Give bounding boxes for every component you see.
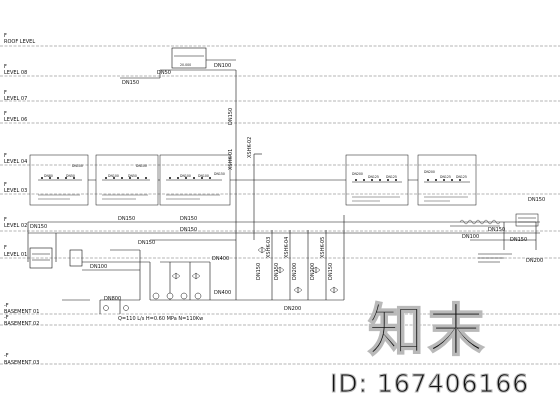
box5-label-a: DN200 (424, 170, 435, 174)
box2-label-a: DN100 (136, 164, 147, 168)
box1-label-a: DN100 (72, 164, 83, 168)
b1-label-a: DN150 (138, 240, 155, 246)
box3-label-a: DN100 (180, 174, 191, 178)
watermark-logo: 知末 (368, 299, 488, 364)
main-pipes (27, 221, 540, 262)
box5-label-b: DN125 (440, 175, 451, 179)
level-03-elev: F (4, 182, 7, 188)
level-04-name: LEVEL 04 (4, 159, 27, 165)
riser-xshk04-label: XSHK-04 (284, 237, 290, 258)
riser-xshk05-label: XSHK-05 (320, 237, 326, 258)
level-lines (0, 45, 560, 365)
right-equipment (478, 213, 539, 263)
level-b03-name: BASEMENT 03 (4, 360, 39, 366)
sprinkler-heads (41, 177, 461, 181)
coil-pipe (459, 219, 501, 225)
b1-label-d: DN400 (214, 290, 231, 296)
level-06-elev: F (4, 111, 7, 117)
roof-side-label: DN150 (122, 80, 139, 86)
riser-xshk03-label: XSHK-03 (266, 237, 272, 258)
level-b02-elev: -F (4, 315, 9, 321)
level-07-name: LEVEL 07 (4, 96, 27, 102)
level-06-name: LEVEL 06 (4, 117, 27, 123)
box1-label-b: DN80 (44, 174, 53, 178)
riser-xshk01-label: XSHK-01 (228, 149, 234, 170)
valves (171, 246, 339, 294)
left-branch-label: DN150 (30, 224, 47, 230)
right-label-d: DN200 (526, 258, 543, 264)
box3-label-c: DN150 (214, 172, 225, 176)
box5-label-c: DN125 (456, 175, 467, 179)
box-dn-labels: DN100 DN80 DN50 DN100 DN100 DN50 DN100 D… (44, 164, 467, 179)
roof-pipe-label-a: DN100 (214, 63, 231, 69)
level-08-elev: F (4, 64, 7, 70)
level-tags: F ROOF LEVEL F LEVEL 08 F LEVEL 07 F LEV… (4, 33, 39, 366)
pumps (103, 292, 202, 311)
level-02-elev: F (4, 217, 7, 223)
level-boxes (29, 154, 477, 206)
roof-tank-label: 20.000 (180, 63, 191, 67)
riser-v1-label: DN150 (256, 263, 262, 280)
roof-water-tank (120, 47, 237, 240)
level-roof-elev: F (4, 33, 7, 39)
level-b01-elev: -F (4, 303, 9, 309)
pump-spec-note: Q=110 L/s H=0.60 MPa N=110Kw (118, 316, 203, 322)
level-roof-name: ROOF LEVEL (4, 39, 35, 45)
box3-label-b: DN100 (198, 174, 209, 178)
watermark-id: ID: 167406166 (330, 369, 529, 398)
box-notes (38, 194, 468, 202)
box2-label-b: DN100 (108, 174, 119, 178)
level-02-name: LEVEL 02 (4, 223, 27, 229)
risers (253, 153, 345, 300)
riser-v5-label: DN150 (328, 263, 334, 280)
main-label-a: DN150 (118, 216, 135, 222)
right-label-a: DN150 (528, 197, 545, 203)
pump-room (29, 239, 344, 314)
level-b02-name: BASEMENT 02 (4, 321, 39, 327)
level-01-name: LEVEL 01 (4, 252, 27, 258)
riser-v4-label: DN200 (310, 263, 316, 280)
riser-v2-label: DN150 (274, 263, 280, 280)
riser-main-label: DN150 (228, 108, 234, 125)
level-04-elev: F (4, 153, 7, 159)
right-label-b: DN150 (488, 227, 505, 233)
riser-xshk02-label: XSHK-02 (247, 137, 253, 158)
box1-label-c: DN50 (66, 174, 75, 178)
level-b01-name: BASEMENT 01 (4, 309, 39, 315)
b1-label-f: DN800 (104, 296, 121, 302)
b1-label-c: DN400 (212, 256, 229, 262)
box2-label-c: DN50 (128, 174, 137, 178)
level-03-name: LEVEL 03 (4, 188, 27, 194)
box4-label-b: DN125 (368, 175, 379, 179)
level-b03-elev: -F (4, 353, 9, 359)
roof-pipe-label-b: DN50 (157, 70, 171, 76)
right-label-c: DN100 (462, 234, 479, 240)
level-07-elev: F (4, 90, 7, 96)
level-08-name: LEVEL 08 (4, 70, 27, 76)
box4-label-a: DN200 (352, 172, 363, 176)
main-label-c: DN150 (180, 227, 197, 233)
level-01-elev: F (4, 245, 7, 251)
riser-v3-label: DN200 (292, 263, 298, 280)
box4-label-c: DN125 (386, 175, 397, 179)
b1-label-b: DN100 (90, 264, 107, 270)
main-label-b: DN150 (180, 216, 197, 222)
right-label-e: DN150 (510, 237, 527, 243)
b1-label-e: DN200 (284, 306, 301, 312)
